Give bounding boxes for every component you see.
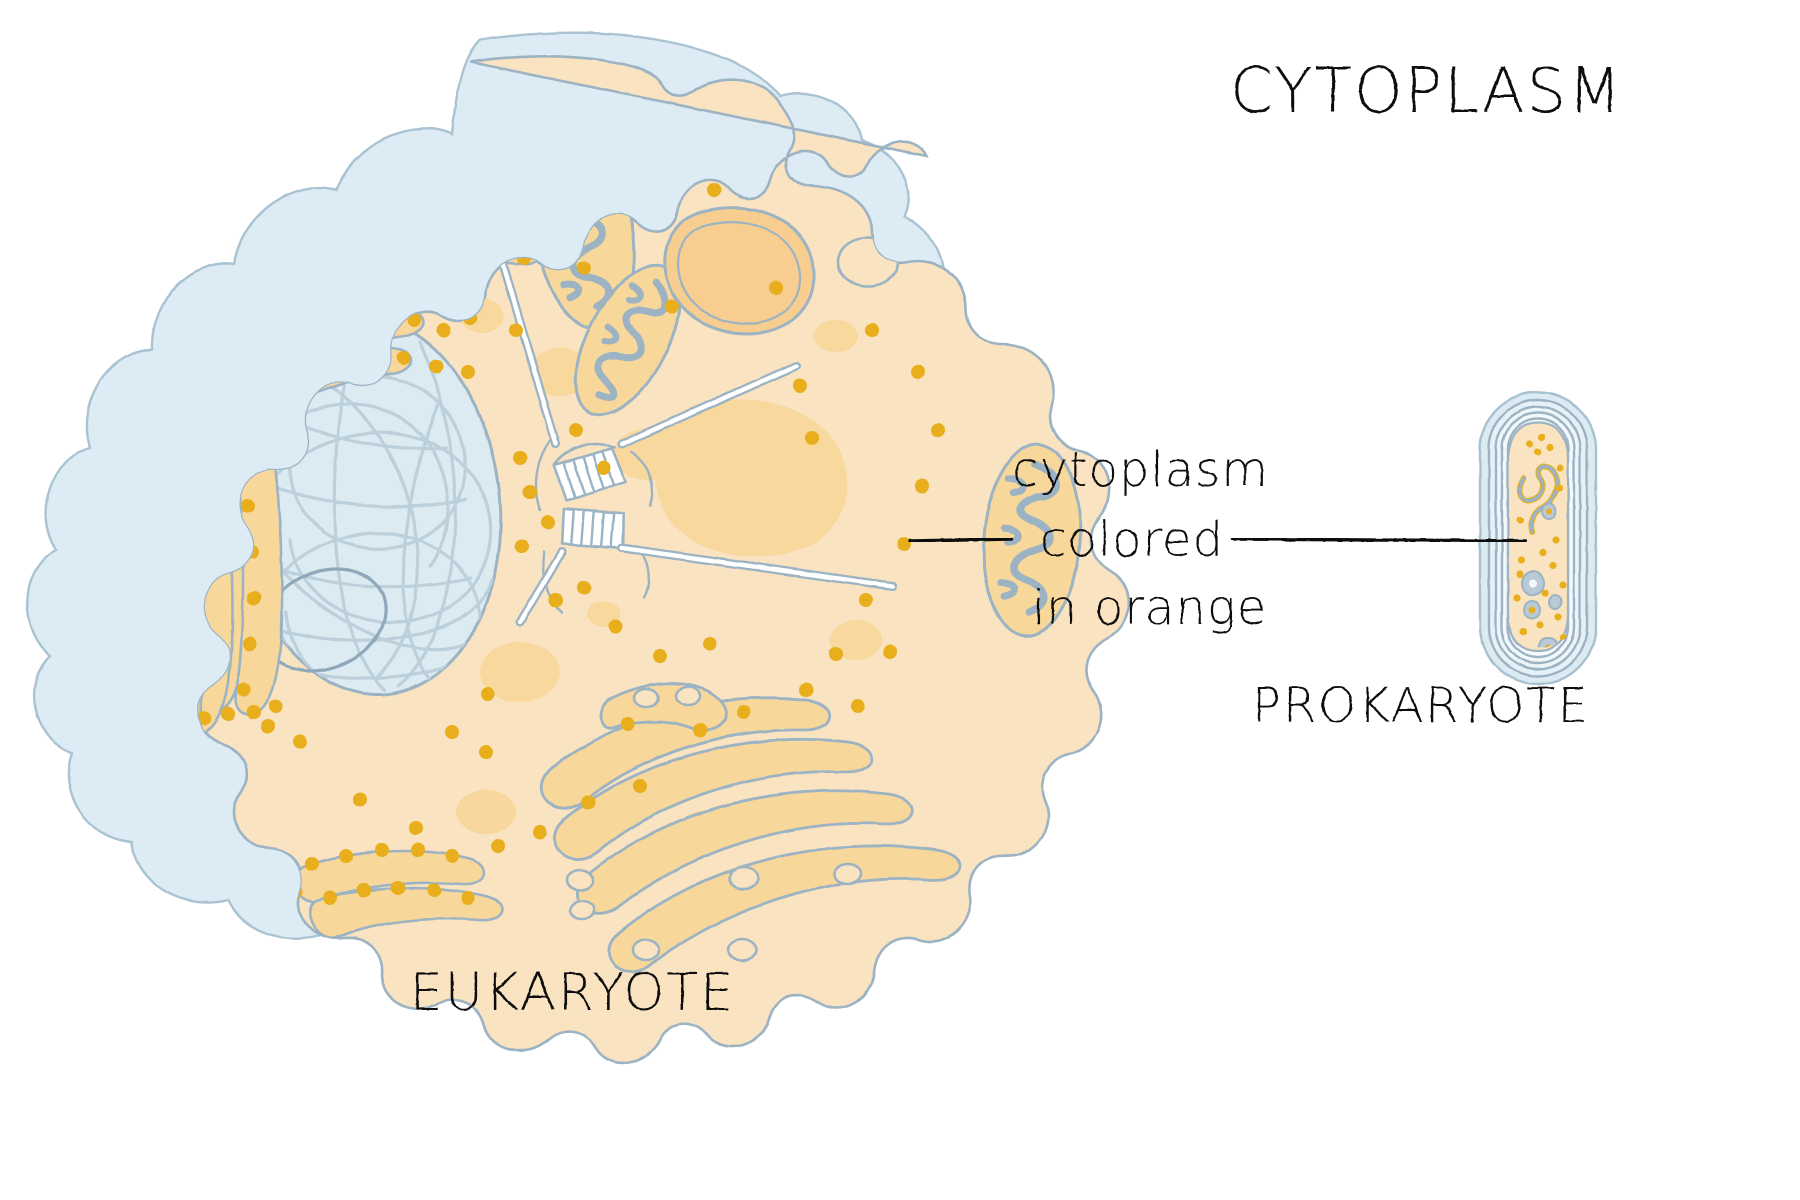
granule-group xyxy=(1521,502,1562,648)
mitochondrion xyxy=(982,442,1082,638)
annotation-line-2: colored xyxy=(1040,512,1224,568)
large-vacuole xyxy=(655,399,847,557)
eukaryote-cell xyxy=(26,31,1131,1065)
page-title: CYTOPLASM xyxy=(1230,54,1623,127)
vacuole xyxy=(814,320,858,352)
annotation-line-1: cytoplasm xyxy=(1012,442,1269,498)
vacuole xyxy=(480,642,560,702)
leader-lines xyxy=(908,537,1527,543)
label-eukaryote: EUKARYOTE xyxy=(410,963,735,1023)
golgi-vesicle-group xyxy=(565,685,863,963)
label-prokaryote: PROKARYOTE xyxy=(1252,678,1590,734)
vacuole xyxy=(830,620,882,660)
leader-line-right xyxy=(1231,537,1527,543)
leader-line-left xyxy=(908,537,1014,543)
rough-endoplasmic-reticulum-lower xyxy=(294,849,504,939)
prokaryote-ribosomes xyxy=(1513,433,1567,642)
vacuole xyxy=(456,790,516,834)
centriole-pair xyxy=(534,436,654,614)
peroxisome xyxy=(663,206,816,336)
golgi-apparatus xyxy=(539,682,962,973)
prokaryote-cell xyxy=(1478,390,1598,686)
annotation-line-3: in orange xyxy=(1032,580,1267,636)
